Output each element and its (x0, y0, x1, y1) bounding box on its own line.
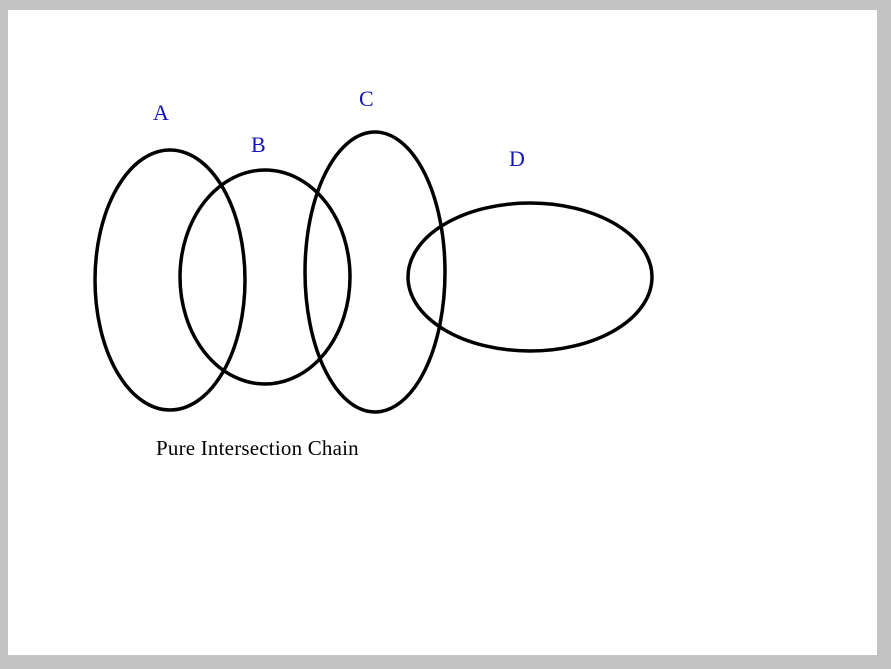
diagram-canvas: A B C D Pure Intersection Chain (8, 10, 877, 655)
set-label-a: A (153, 100, 169, 125)
set-label-d: D (509, 146, 525, 171)
diagram-caption: Pure Intersection Chain (156, 436, 359, 460)
set-label-b: B (251, 132, 266, 157)
set-ellipse-b (178, 168, 352, 386)
set-ellipse-c (303, 130, 447, 414)
set-ellipse-d (406, 201, 654, 353)
venn-diagram (93, 130, 654, 414)
set-label-c: C (359, 86, 374, 111)
set-ellipse-a (93, 148, 247, 412)
